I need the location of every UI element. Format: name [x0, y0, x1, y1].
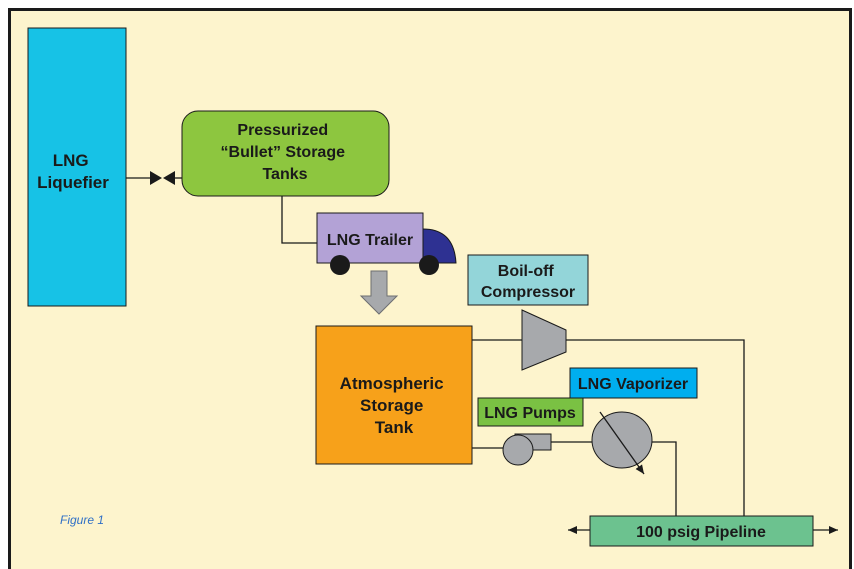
valve-icon	[150, 171, 175, 185]
boil-off-box	[467, 254, 589, 306]
diagram-frame	[8, 8, 852, 569]
pump-icon	[502, 433, 552, 466]
bullet-tanks-box	[181, 110, 390, 197]
trailer-cab	[422, 228, 457, 264]
delivery-arrow	[359, 270, 399, 315]
trailer-label: LNG Trailer	[327, 232, 413, 249]
tanks-to-trailer-line	[281, 196, 317, 244]
pipeline-box	[589, 515, 814, 547]
pumps-box	[477, 397, 584, 427]
trailer-box	[316, 212, 424, 264]
vaporizer-icon	[591, 411, 653, 469]
pumps-label: LNG Pumps	[484, 405, 576, 422]
liquefier-box	[27, 27, 127, 307]
vaporizer-to-pipeline-line	[652, 441, 677, 516]
vaporizer-label: LNG Vaporizer	[578, 376, 688, 393]
compressor-to-pipeline-line	[566, 339, 745, 516]
boil-off-label: Boil-off Compressor	[481, 263, 575, 301]
figure-caption: Figure 1	[60, 513, 104, 527]
bullet-tanks-label: Pressurized “Bullet” Storage Tanks	[221, 122, 350, 183]
storage-tank-box	[315, 325, 473, 465]
liquefier-label: LNG Liquefier	[37, 151, 109, 192]
trailer-truck: LNG Trailer	[316, 212, 457, 275]
pipeline-label: 100 psig Pipeline	[636, 524, 766, 541]
trailer-wheel-front	[419, 255, 439, 275]
flow-lines	[126, 177, 838, 534]
compressor-icon	[521, 309, 567, 371]
storage-tank-label: Atmospheric Storage Tank	[340, 374, 449, 437]
vaporizer-arrow	[599, 411, 645, 475]
trailer-wheel-rear	[330, 255, 350, 275]
vaporizer-box	[569, 367, 698, 399]
